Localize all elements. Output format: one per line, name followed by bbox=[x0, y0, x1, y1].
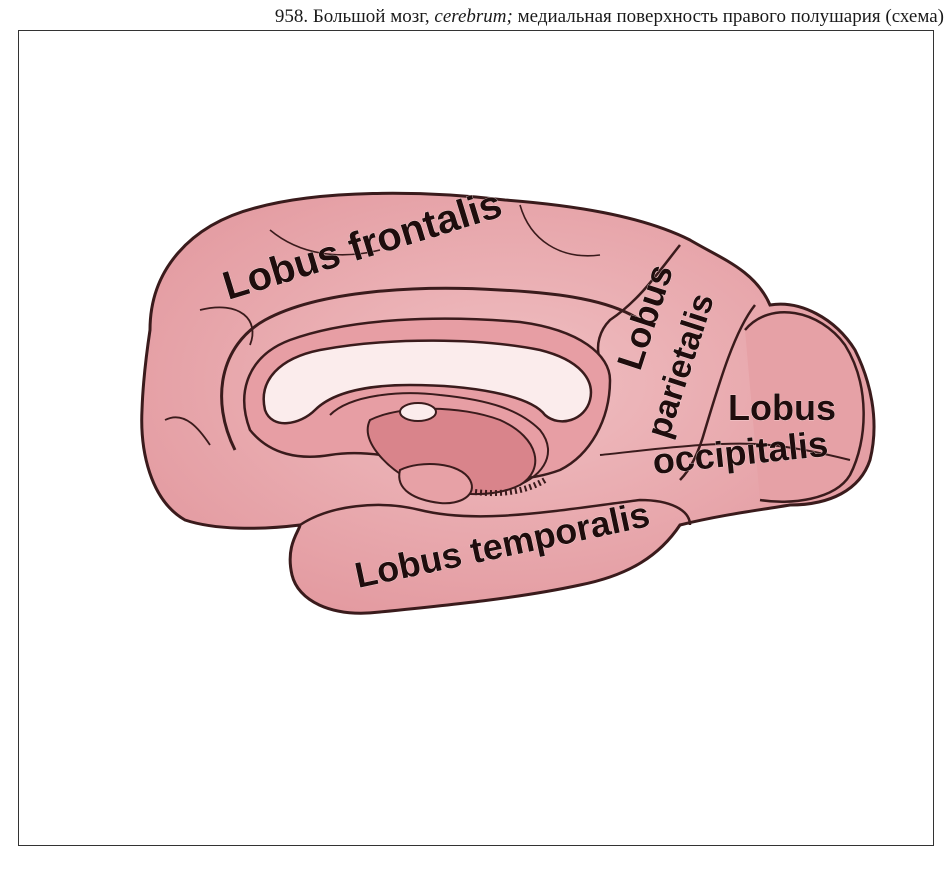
figure-caption: 958. Большой мозг, cerebrum; медиальная … bbox=[0, 6, 952, 28]
temporal-lobe-region bbox=[299, 498, 692, 527]
parieto-occipital-sulcus bbox=[679, 304, 756, 481]
label-lobus-occipitalis-1: Lobus bbox=[728, 387, 836, 428]
frontal-sulcus-2 bbox=[164, 416, 211, 446]
figure-frame bbox=[18, 30, 934, 846]
corpus-callosum bbox=[262, 339, 593, 425]
frontal-sulcus-1 bbox=[199, 306, 254, 346]
occipital-lobe-region bbox=[744, 311, 865, 503]
fornix bbox=[329, 392, 550, 489]
calcarine-sulcus bbox=[599, 442, 851, 461]
interthalamic-adhesion bbox=[399, 402, 437, 422]
dentate-gyrus bbox=[474, 477, 547, 497]
frontal-sulcus-3 bbox=[269, 229, 381, 256]
uncus bbox=[398, 463, 473, 505]
caption-number: 958. Большой мозг, bbox=[274, 6, 435, 27]
caption-rest: медиальная поверхность правого полушария… bbox=[512, 6, 944, 27]
cingulate-sulcus bbox=[220, 286, 641, 451]
caption-latin: cerebrum; bbox=[434, 6, 513, 27]
parietal-boundary bbox=[596, 244, 681, 361]
frontal-sulcus-4 bbox=[519, 204, 601, 257]
